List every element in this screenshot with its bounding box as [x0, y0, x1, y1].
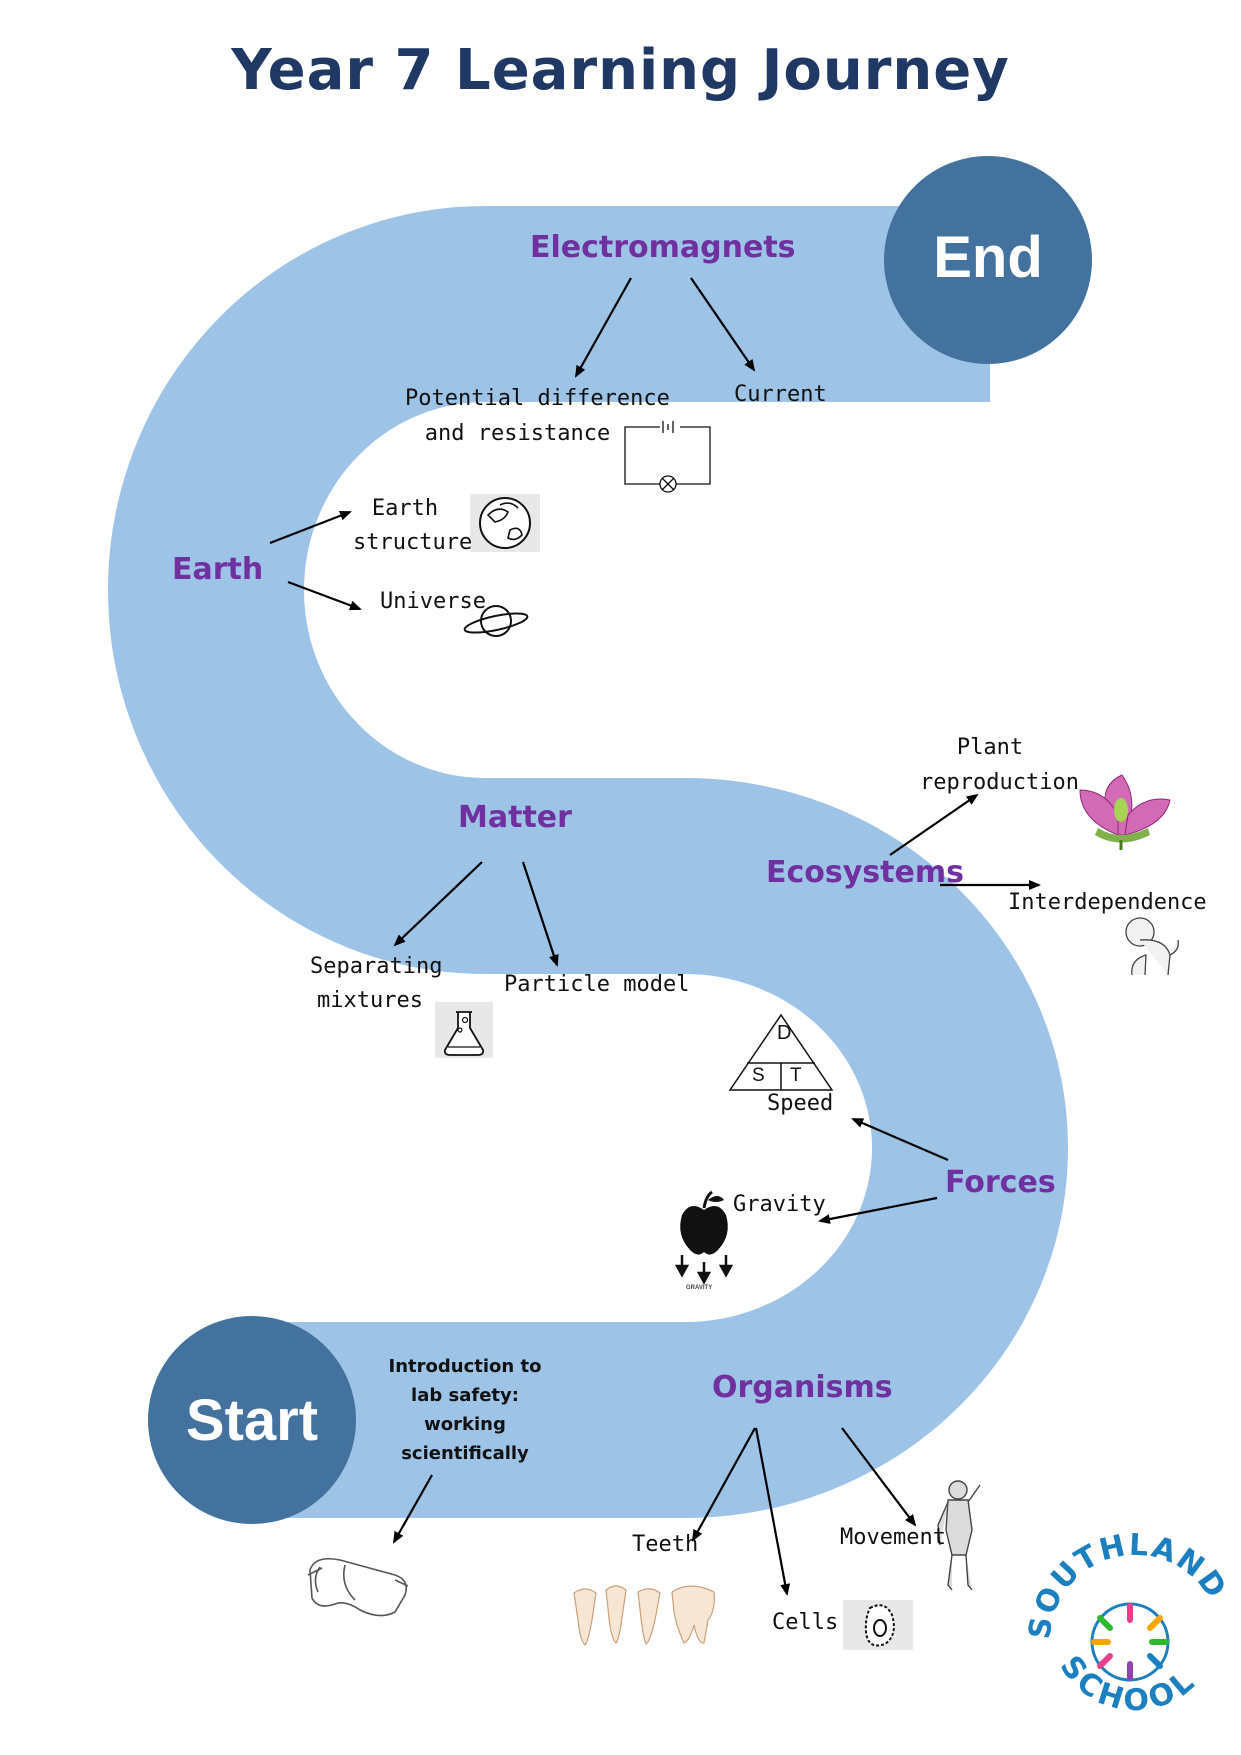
- goggles-icon: [307, 1557, 409, 1617]
- triangle-s: S: [752, 1065, 765, 1086]
- subtopic-teeth: Teeth: [632, 1532, 699, 1557]
- subtopic-earth-structure: Earth structure: [353, 492, 473, 560]
- journey-path: [108, 206, 1068, 1518]
- subtopic-particle-model: Particle model: [504, 972, 690, 997]
- separating-line-1: Separating: [310, 954, 443, 979]
- intro-line-1: Introduction to: [388, 1356, 542, 1377]
- teeth-icon: [573, 1585, 715, 1646]
- flask-icon: [435, 1002, 493, 1058]
- triangle-d: D: [777, 1022, 792, 1044]
- skeleton-icon: [937, 1480, 981, 1591]
- topic-ecosystems: Ecosystems: [766, 855, 964, 890]
- arrow-intro-goggles: [393, 1474, 433, 1544]
- topic-organisms: Organisms: [712, 1370, 893, 1405]
- arrow-ecosystems-plant: [889, 793, 979, 856]
- logo-text-bottom: SCHOOL: [1053, 1649, 1200, 1718]
- arrow-electro-pd: [575, 277, 632, 378]
- subtopic-plant-reproduction: Plant reproduction: [920, 730, 1079, 800]
- gravity-caption: GRAVITY: [686, 1285, 713, 1291]
- speed-triangle-icon: [728, 1013, 834, 1091]
- topic-matter: Matter: [458, 800, 572, 835]
- arrow-forces-gravity: [818, 1196, 938, 1224]
- arrow-forces-speed: [851, 1117, 949, 1162]
- structure-line-2: structure: [353, 530, 473, 555]
- start-circle: [148, 1316, 356, 1524]
- triangle-t: T: [790, 1065, 802, 1086]
- pd-line-2: and resistance: [424, 421, 611, 446]
- subtopic-gravity: Gravity: [733, 1192, 826, 1217]
- end-label: End: [933, 225, 1043, 290]
- subtopic-interdependence: Interdependence: [1008, 890, 1207, 915]
- cell-icon: [843, 1600, 913, 1650]
- pd-line-1: Potential difference: [405, 386, 670, 411]
- start-label: Start: [185, 1388, 319, 1453]
- arrows: [269, 277, 1041, 1596]
- arrow-organisms-teeth: [692, 1427, 756, 1542]
- page-title: Year 7 Learning Journey: [231, 38, 1010, 103]
- plant-line-1: Plant: [956, 735, 1024, 760]
- subtopic-current: Current: [734, 382, 827, 407]
- arrow-earth-universe: [287, 580, 362, 611]
- intro-line-4: scientifically: [401, 1443, 529, 1464]
- arrow-electro-current: [690, 277, 756, 372]
- subtopic-separating-mixtures: Separating mixtures: [310, 950, 443, 1018]
- arrow-earth-structure: [269, 510, 352, 545]
- topic-forces: Forces: [945, 1165, 1056, 1200]
- subtopic-universe: Universe: [380, 589, 486, 614]
- arrow-matter-separating: [393, 861, 483, 947]
- flower-icon: [1079, 774, 1171, 850]
- arrow-matter-particle: [521, 861, 559, 967]
- subtopic-cells: Cells: [772, 1610, 839, 1635]
- globe-icon: [470, 494, 540, 552]
- topic-electromagnets: Electromagnets: [530, 230, 796, 265]
- svg-text:SCHOOL: SCHOOL: [1053, 1649, 1204, 1718]
- lion-icon: [1125, 917, 1179, 976]
- structure-line-1: Earth: [371, 496, 439, 521]
- subtopic-speed: Speed: [767, 1091, 834, 1116]
- subtopic-movement: Movement: [840, 1525, 946, 1550]
- separating-line-2: mixtures: [317, 988, 423, 1013]
- intro-line-3: working: [424, 1414, 506, 1435]
- plant-line-2: reproduction: [920, 770, 1079, 795]
- intro-text: Introduction to lab safety: working scie…: [355, 1352, 575, 1468]
- circuit-icon: [624, 421, 711, 493]
- planet-icon: [463, 605, 529, 637]
- topic-earth: Earth: [172, 552, 264, 587]
- subtopic-potential-difference: Potential difference and resistance: [405, 381, 670, 451]
- arrow-organisms-movement: [841, 1427, 917, 1527]
- arrow-organisms-cells: [754, 1427, 791, 1596]
- intro-line-2: lab safety:: [411, 1385, 519, 1406]
- apple-gravity-icon: [674, 1190, 734, 1285]
- end-circle: [884, 156, 1092, 364]
